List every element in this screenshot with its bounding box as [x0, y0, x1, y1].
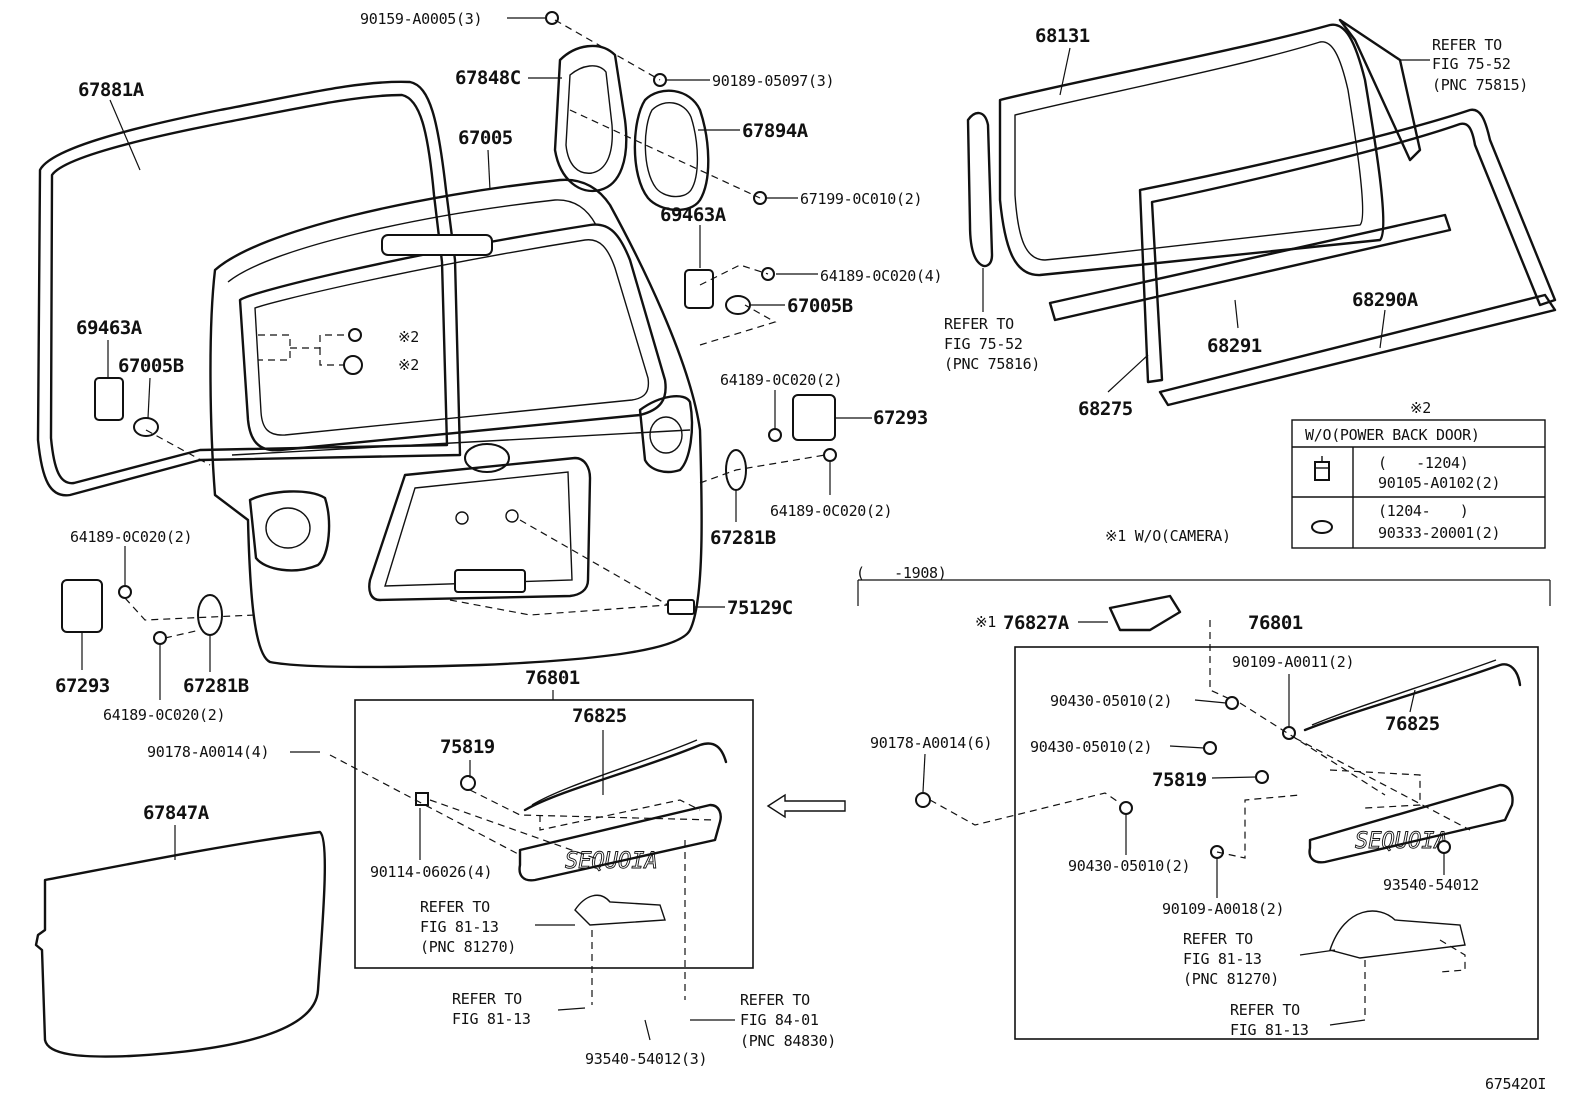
label-68291: 68291	[1207, 335, 1262, 357]
label-90109-b: 90109-A0018(2)	[1162, 900, 1284, 918]
trim-pad-67847A	[34, 830, 327, 1058]
label-64189-mid: 64189-0C020(2)	[720, 371, 842, 389]
table-row2-period: (1204- )	[1378, 502, 1469, 520]
label-64189-mid2: 64189-0C020(2)	[770, 502, 892, 520]
label-67005B-right: 67005B	[787, 295, 853, 317]
label-67894A: 67894A	[742, 120, 809, 142]
ref-8401-1: REFER TO	[740, 991, 810, 1009]
label-64189-bl: 64189-0C020(2)	[103, 706, 225, 724]
ref-8113-r-3: (PNC 81270)	[1183, 970, 1279, 988]
label-68275: 68275	[1078, 398, 1133, 420]
note-mark-2a: ※2	[398, 328, 419, 346]
hardware-parts	[61, 11, 837, 645]
part-labels: 90159-A0005(3) 67848C 90189-05097(3) 678…	[55, 10, 1479, 1068]
label-90114: 90114-06026(4)	[370, 863, 492, 881]
label-64189-left: 64189-0C020(2)	[70, 528, 192, 546]
ref-8401-3: (PNC 84830)	[740, 1032, 836, 1050]
label-90430-2: 90430-05010(2)	[1030, 738, 1152, 756]
label-76827A: 76827A	[1003, 612, 1070, 634]
note-mark-2b: ※2	[398, 356, 419, 374]
note-camera: ※1 W/O(CAMERA)	[1105, 527, 1231, 545]
label-76801-right: 76801	[1248, 612, 1303, 634]
label-67005B-left: 67005B	[118, 355, 184, 377]
ref-8113-lb-2: FIG 81-13	[452, 1010, 531, 1028]
cover-67848C	[553, 44, 710, 212]
label-68131: 68131	[1035, 25, 1090, 47]
dashed-lines	[124, 19, 1471, 1015]
oval-plug-icon	[1311, 520, 1333, 534]
label-90178-left: 90178-A0014(4)	[147, 743, 269, 761]
garnish-box-left: SEQUOIA	[354, 699, 754, 969]
table-row2-part: 90333-20001(2)	[1378, 524, 1500, 542]
label-64189-top: 64189-0C020(4)	[820, 267, 942, 285]
label-93540-right: 93540-54012	[1383, 876, 1479, 894]
label-67848C: 67848C	[455, 67, 521, 89]
reference-labels: REFER TO FIG 75-52 (PNC 75815) REFER TO …	[420, 36, 1528, 1050]
table-row1-period: ( -1204)	[1378, 454, 1469, 472]
label-67281B-right: 67281B	[710, 527, 776, 549]
note-period-bracket: ( -1908)	[856, 564, 947, 582]
ref-8113-l-2: FIG 81-13	[420, 918, 499, 936]
label-90430-1: 90430-05010(2)	[1050, 692, 1172, 710]
figure-code: 67542OI	[1485, 1075, 1546, 1093]
label-90159: 90159-A0005(3)	[360, 10, 482, 28]
glass-68131	[966, 18, 1557, 407]
table-note: ※2	[1410, 399, 1431, 417]
label-67293-left: 67293	[55, 675, 110, 697]
ref-8113-rb-1: REFER TO	[1230, 1001, 1300, 1019]
label-67881A: 67881A	[78, 79, 145, 101]
table-header: W/O(POWER BACK DOOR)	[1305, 426, 1480, 444]
leader-lines	[81, 17, 1551, 1041]
ref-8401-2: FIG 84-01	[740, 1011, 819, 1029]
label-76825-left: 76825	[572, 705, 627, 727]
ref-8113-l-1: REFER TO	[420, 898, 490, 916]
label-69463A-left: 69463A	[76, 317, 143, 339]
ref-7552-left-3: (PNC 75816)	[944, 355, 1040, 373]
power-door-table: ※2 W/O(POWER BACK DOOR) ( -1204) 90105-A…	[1291, 399, 1546, 549]
weatherstrip-67881A	[36, 80, 462, 497]
note-mark-1: ※1	[975, 613, 996, 631]
ref-7552-top-2: FIG 75-52	[1432, 55, 1511, 73]
ref-7552-top-3: (PNC 75815)	[1432, 76, 1528, 94]
bolt-icon	[1314, 456, 1330, 481]
label-90178-right: 90178-A0014(6)	[870, 734, 992, 752]
label-90109-a: 90109-A0011(2)	[1232, 653, 1354, 671]
label-67199: 67199-0C010(2)	[800, 190, 922, 208]
arrow-left-icon	[766, 793, 846, 819]
label-67293-right: 67293	[873, 407, 928, 429]
ref-8113-rb-2: FIG 81-13	[1230, 1021, 1309, 1039]
label-75819-right: 75819	[1152, 769, 1207, 791]
label-90189: 90189-05097(3)	[712, 72, 834, 90]
ref-8113-r-2: FIG 81-13	[1183, 950, 1262, 968]
label-67847A: 67847A	[143, 802, 210, 824]
svg-text:SEQUOIA: SEQUOIA	[1355, 829, 1448, 854]
ref-8113-r-1: REFER TO	[1183, 930, 1253, 948]
label-90430-3: 90430-05010(2)	[1068, 857, 1190, 875]
notes: ※1 W/O(CAMERA) ( -1908) 67542OI	[856, 527, 1546, 1093]
ref-8113-lb-1: REFER TO	[452, 990, 522, 1008]
ref-8113-l-3: (PNC 81270)	[420, 938, 516, 956]
label-75819-left: 75819	[440, 736, 495, 758]
ref-7552-left-2: FIG 75-52	[944, 335, 1023, 353]
label-76801-left: 76801	[525, 667, 580, 689]
ref-7552-left-1: REFER TO	[944, 315, 1014, 333]
label-76825-right: 76825	[1385, 713, 1440, 735]
ref-7552-top-1: REFER TO	[1432, 36, 1502, 54]
label-69463A-right: 69463A	[660, 204, 727, 226]
label-67005: 67005	[458, 127, 513, 149]
label-68290A: 68290A	[1352, 289, 1419, 311]
back-door-67005	[209, 178, 703, 669]
label-75129C: 75129C	[727, 597, 793, 619]
table-row1-part: 90105-A0102(2)	[1378, 474, 1500, 492]
label-93540-left: 93540-54012(3)	[585, 1050, 707, 1068]
label-67281B-left: 67281B	[183, 675, 249, 697]
